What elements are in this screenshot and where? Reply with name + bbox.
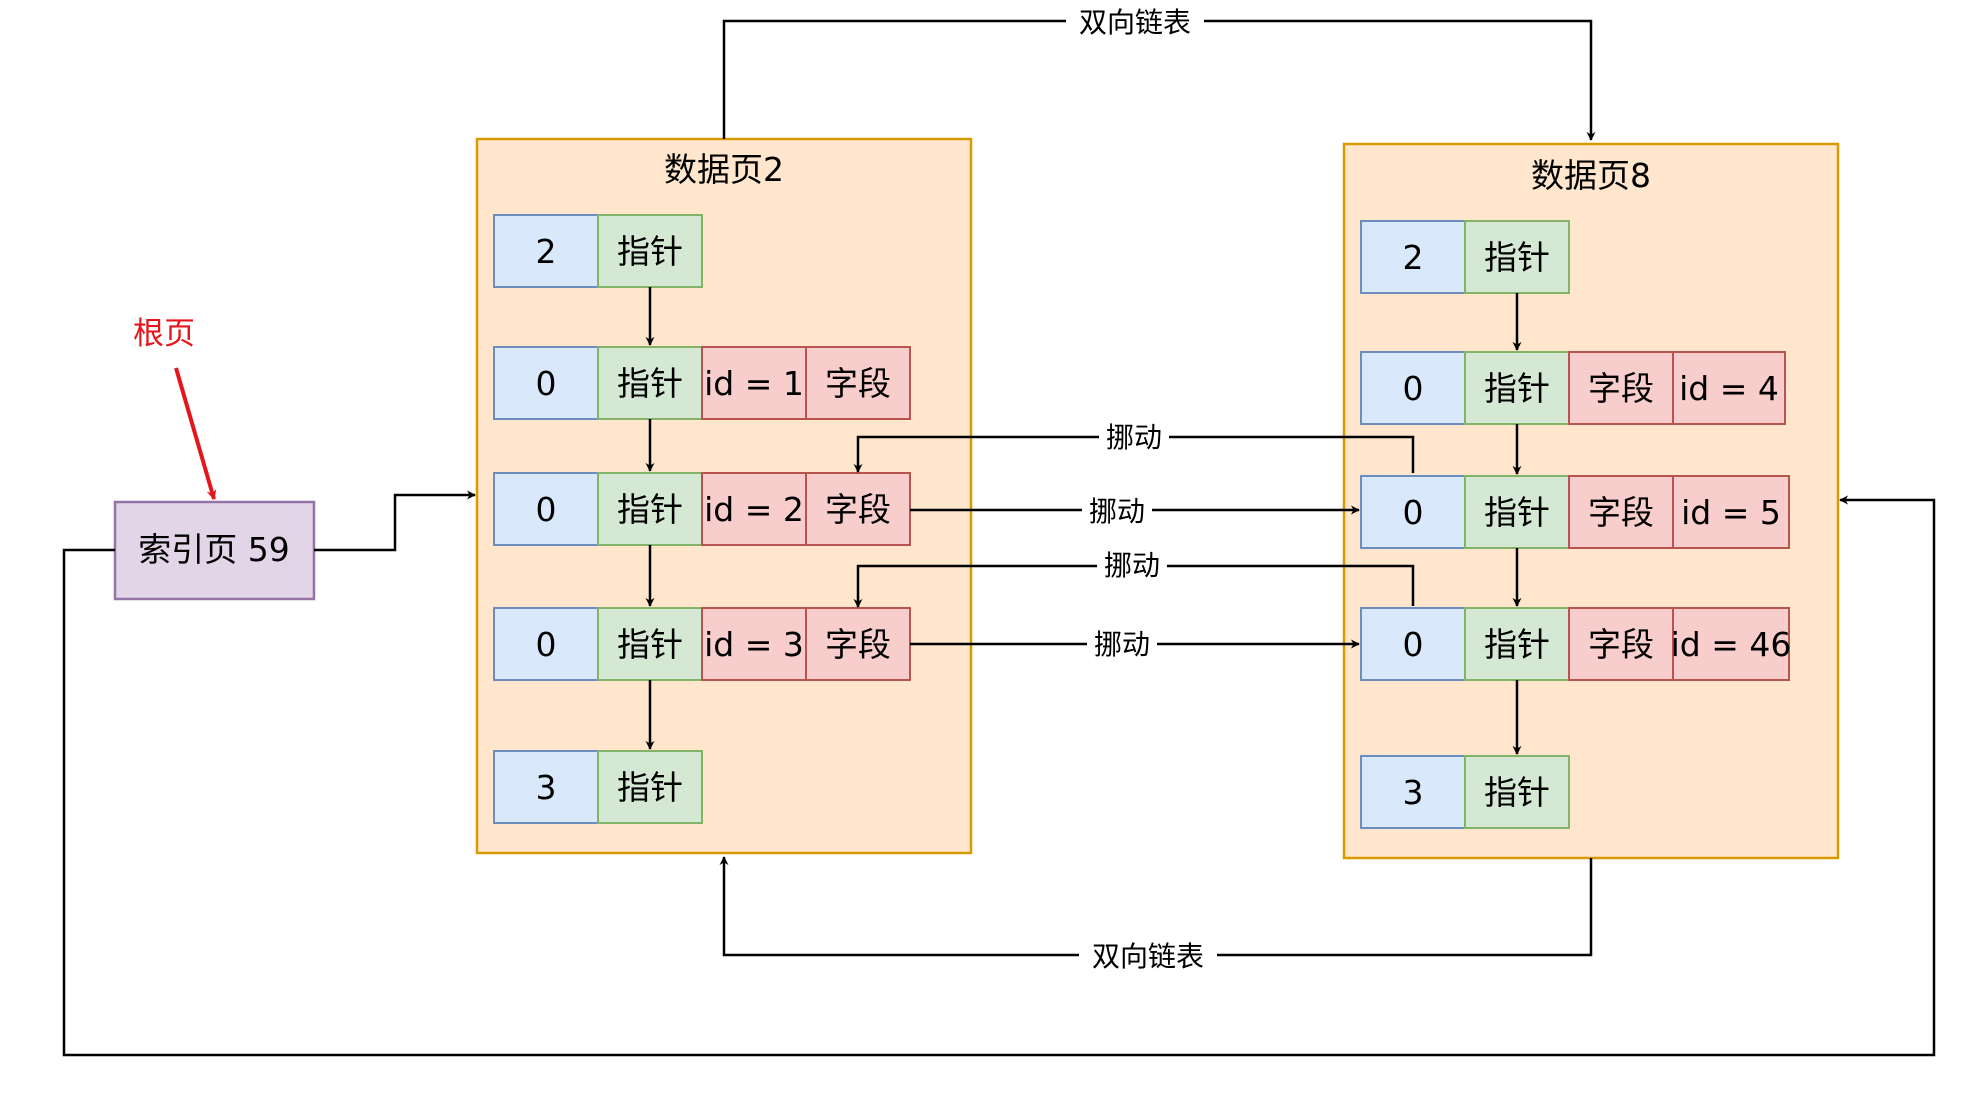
num-cell (493, 607, 599, 681)
field-text: 字段 (825, 490, 891, 529)
field-text: 字段 (825, 625, 891, 664)
pointer-cell (597, 472, 703, 546)
num-text: 0 (536, 625, 557, 664)
field-text: 字段 (1588, 369, 1654, 408)
pointer-cell (597, 750, 703, 824)
field-text: 字段 (1588, 625, 1654, 664)
bottom-linked-list-label: 双向链表 (1092, 940, 1204, 973)
page8-row-5: 3 指针 (1360, 755, 1570, 829)
num-cell (493, 750, 599, 824)
page2-row-5: 3 指针 (493, 750, 703, 824)
index-page-box (113, 500, 316, 601)
id-text: id = 46 (1671, 625, 1792, 664)
pointer-cell (597, 214, 703, 288)
num-text: 0 (536, 364, 557, 403)
id-cell (1672, 351, 1786, 425)
move-label-2-bg (1082, 495, 1152, 527)
num-text: 0 (1403, 369, 1424, 408)
move-label-1: 挪动 (1106, 421, 1162, 454)
pointer-text: 指针 (1484, 369, 1550, 408)
move-label-1-bg (1099, 421, 1169, 453)
field-cell (1568, 607, 1674, 681)
pointer-cell (1464, 220, 1570, 294)
move-label-3: 挪动 (1104, 549, 1160, 582)
pointer-cell (597, 346, 703, 420)
id-text: id = 5 (1681, 493, 1781, 532)
num-cell (493, 214, 599, 288)
num-cell (1360, 607, 1466, 681)
field-cell (1568, 351, 1674, 425)
pointer-text: 指针 (617, 364, 683, 403)
num-text: 0 (1403, 625, 1424, 664)
num-cell (1360, 351, 1466, 425)
field-text: 字段 (1588, 493, 1654, 532)
page2-row-1: 2 指针 (493, 214, 703, 288)
num-cell (493, 472, 599, 546)
id-text: id = 2 (704, 490, 804, 529)
top-linked-list-label: 双向链表 (1079, 6, 1191, 39)
move-label-2: 挪动 (1089, 495, 1145, 528)
id-text: id = 1 (704, 364, 804, 403)
page8-row-1: 2 指针 (1360, 220, 1570, 294)
index-to-page8-edge (62, 495, 1936, 1057)
pointer-text: 指针 (617, 625, 683, 664)
pointer-cell (1464, 351, 1570, 425)
data-page-8-title: 数据页8 (1531, 156, 1651, 195)
data-page-2-title: 数据页2 (664, 150, 784, 189)
page2-row-3: 0 指针 id = 2 字段 (493, 472, 911, 546)
num-cell (1360, 475, 1466, 549)
num-cell (1360, 220, 1466, 294)
pointer-text: 指针 (617, 490, 683, 529)
page8-row-3: 0 指针 字段 id = 5 (1360, 475, 1790, 549)
page8-row-2: 0 指针 字段 id = 4 (1360, 351, 1786, 425)
move-label-4: 挪动 (1094, 628, 1150, 661)
field-cell (805, 607, 911, 681)
num-cell (493, 346, 599, 420)
root-arrow (174, 367, 217, 500)
pointer-text: 指针 (1484, 773, 1550, 812)
id-text: id = 3 (704, 625, 804, 664)
id-cell (701, 346, 807, 420)
index-to-page2-edge (314, 490, 476, 552)
num-text: 2 (1403, 238, 1424, 277)
pointer-text: 指针 (1484, 238, 1550, 277)
num-text: 0 (1403, 493, 1424, 532)
num-text: 3 (1403, 773, 1424, 812)
field-cell (1568, 475, 1674, 549)
page2-row-2: 0 指针 id = 1 字段 (493, 346, 911, 420)
root-page-label: 根页 (133, 316, 195, 352)
id-cell (1672, 475, 1790, 549)
page8-row-4: 0 指针 字段 id = 46 (1360, 607, 1792, 681)
page2-row-4: 0 指针 id = 3 字段 (493, 607, 911, 681)
move-label-4-bg (1087, 628, 1157, 660)
field-cell (805, 472, 911, 546)
id-cell (1672, 607, 1790, 681)
id-text: id = 4 (1679, 369, 1779, 408)
field-cell (805, 346, 911, 420)
pointer-text: 指针 (1484, 493, 1550, 532)
num-text: 3 (536, 768, 557, 807)
num-text: 2 (536, 232, 557, 271)
pointer-cell (1464, 755, 1570, 829)
field-text: 字段 (825, 364, 891, 403)
pointer-text: 指针 (617, 232, 683, 271)
index-page-label: 索引页 59 (138, 530, 289, 569)
move-label-3-bg (1097, 549, 1167, 581)
pointer-text: 指针 (617, 768, 683, 807)
pointer-text: 指针 (1484, 625, 1550, 664)
num-text: 0 (536, 490, 557, 529)
bottom-linked-list-label-bg (1079, 938, 1217, 972)
pointer-cell (597, 607, 703, 681)
top-linked-list-label-bg (1066, 4, 1204, 38)
